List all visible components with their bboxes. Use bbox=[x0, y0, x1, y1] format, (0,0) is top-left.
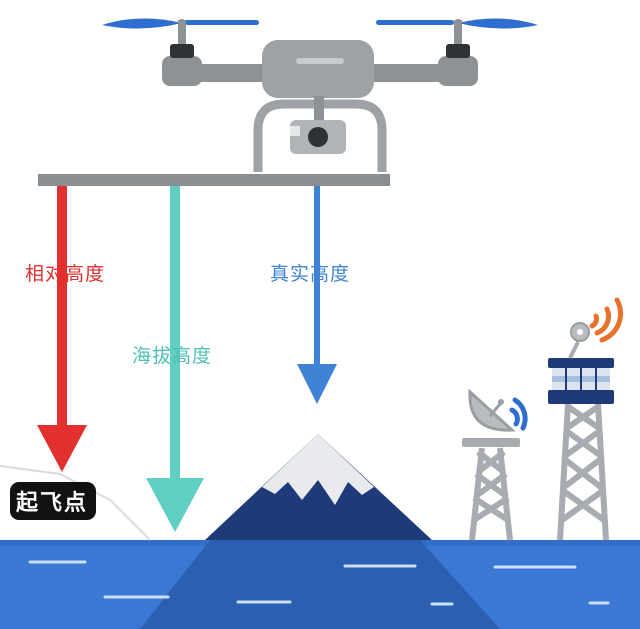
mountain-icon bbox=[205, 434, 432, 540]
camera-icon bbox=[290, 120, 346, 154]
true-altitude-arrow bbox=[297, 186, 337, 404]
altitude-above-sea-level-arrow bbox=[146, 186, 204, 532]
relative-altitude-label: 相对高度 bbox=[25, 263, 106, 285]
takeoff-point-label: 起飞点 bbox=[10, 482, 97, 520]
sea-highlights bbox=[28, 560, 610, 606]
relative-altitude-arrow bbox=[37, 186, 87, 472]
signal-waves-icon bbox=[509, 397, 528, 431]
signal-waves-icon bbox=[589, 297, 623, 343]
reference-platform bbox=[38, 174, 390, 186]
drone-icon bbox=[102, 18, 538, 172]
altitude-above-sea-level-label: 海拔高度 bbox=[132, 345, 213, 367]
sea bbox=[0, 540, 640, 629]
true-altitude-label: 真实高度 bbox=[270, 263, 351, 285]
satellite-dish-icon bbox=[462, 388, 520, 541]
mountain-submerged bbox=[140, 540, 500, 629]
control-tower-icon bbox=[548, 322, 614, 541]
